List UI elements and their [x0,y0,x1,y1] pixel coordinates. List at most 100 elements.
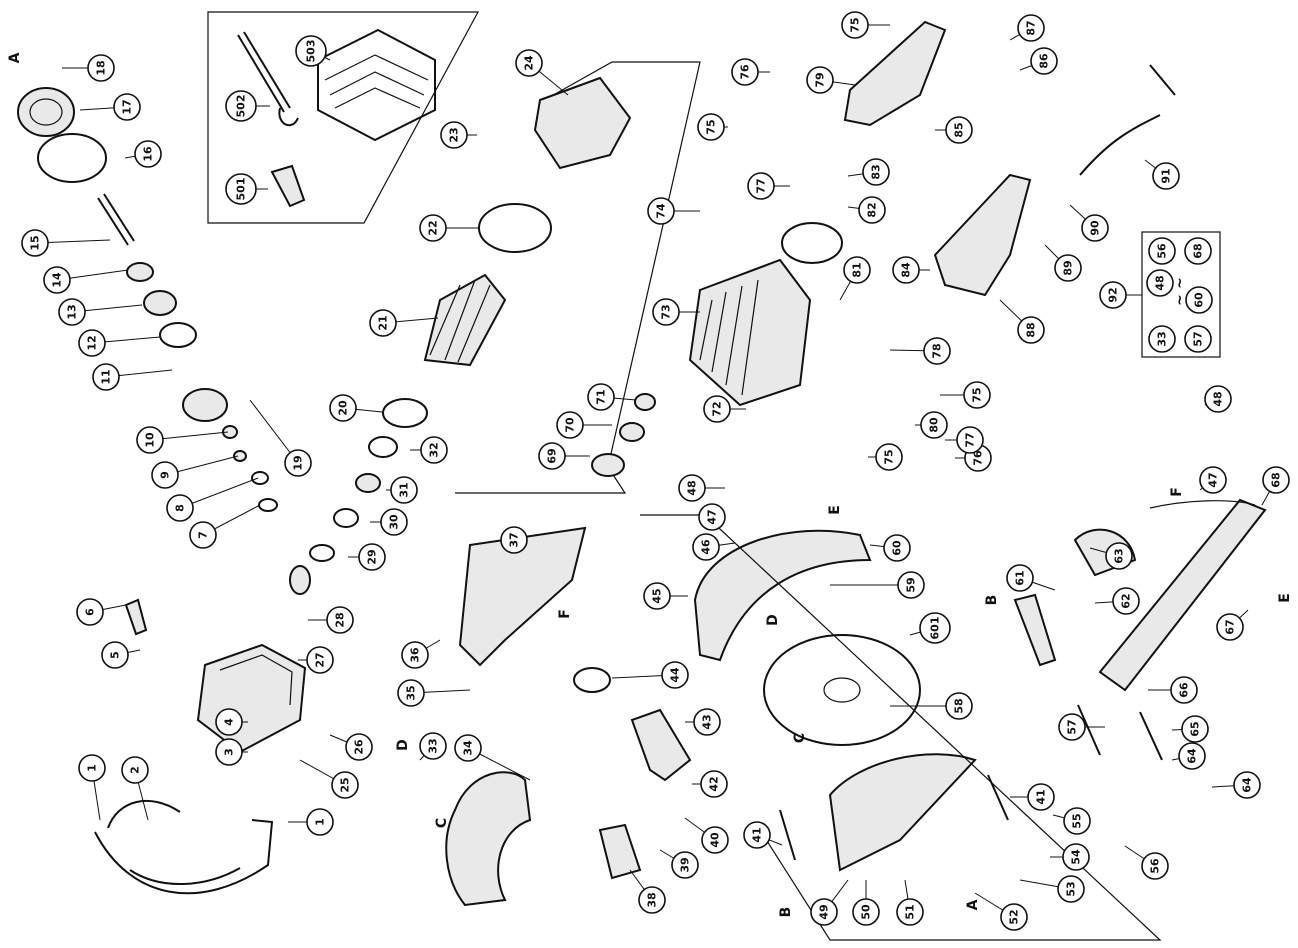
pinion-28 [289,565,311,595]
callout-47: 47 [698,503,726,531]
callout-number: 1 [314,818,327,826]
callout-36: 36 [401,641,429,669]
callout-circle [331,771,359,799]
callout-circle [897,571,925,599]
callout-number: 62 [1120,593,1133,608]
callout-number: 48 [1154,275,1167,290]
callout-1: 1 [306,808,334,836]
callout-circle [215,738,243,766]
callout-11: 11 [92,363,120,391]
callout-28: 28 [326,606,354,634]
callout-46: 46 [692,533,720,561]
callout-circle [1178,742,1206,770]
callout-number: 9 [159,471,172,479]
callout-number: 31 [398,482,411,497]
callout-number: 23 [448,127,461,142]
ring-81 [781,222,843,264]
callout-number: 42 [708,776,721,791]
callout-number: 34 [462,740,475,756]
callout-75: 75 [697,113,725,141]
callout-68: 68 [1184,237,1212,265]
reference-letter-d: D [765,614,781,626]
callout-59: 59 [897,571,925,599]
callout-85: 85 [945,116,973,144]
callout-number: 32 [428,442,441,457]
callout-number: 77 [964,432,977,447]
callout-number: 601 [929,617,942,640]
ring-44 [573,667,611,693]
handle-housing-88 [933,173,1032,297]
callout-circle [883,534,911,562]
callout-circle [440,121,468,149]
callout-number: 4 [223,718,236,726]
callout-number: 47 [1207,472,1220,487]
callout-circle [326,606,354,634]
handle-cover-78 [843,20,947,127]
callout-circle [697,113,725,141]
callout-circle [215,708,243,736]
callout-number: 33 [427,738,440,753]
callout-number: 49 [818,904,831,919]
callout-32: 32 [420,436,448,464]
callout-circle [1170,676,1198,704]
callout-number: 85 [953,122,966,137]
callout-circle [1184,325,1212,353]
callout-number: 56 [1149,858,1162,874]
callout-42: 42 [700,770,728,798]
reference-letter-c: C [792,733,808,743]
callout-circle [76,598,104,626]
callout-number: 71 [595,389,608,404]
callout-number: 68 [1192,243,1205,258]
callout-30: 30 [380,508,408,536]
callout-circle [1081,214,1109,242]
callout-number: 57 [1066,719,1079,734]
callout-circle [78,754,106,782]
callout-45: 45 [643,582,671,610]
callout-number: 61 [1014,570,1027,585]
callout-number: 50 [860,904,873,920]
callout-48: 48 [1146,269,1174,297]
callout-circle [134,140,162,168]
guard-frame [640,514,1162,941]
callout-circle [892,256,920,284]
callout-70: 70 [556,411,584,439]
callout-circle [500,526,528,554]
accessory-box-frame [207,11,480,224]
callout-circle [963,381,991,409]
callout-circle [1063,807,1091,835]
callout-number: 79 [814,72,827,87]
callout-circle [843,256,871,284]
callout-number: 90 [1089,220,1102,236]
callout-number: 22 [427,220,440,235]
callout-circle [1112,587,1140,615]
bearing-13 [143,290,177,316]
callout-number: 41 [1035,789,1048,804]
reference-letter-f: F [557,609,573,619]
callout-circle [21,229,49,257]
callout-circle [1017,14,1045,42]
callout-circle [1233,771,1261,799]
callout-64: 64 [1233,771,1261,799]
callout-number: 43 [701,714,714,729]
callout-circle [1000,903,1028,931]
reference-letter-b: B [984,595,1000,606]
callout-25: 25 [331,771,359,799]
callout-number: 76 [972,450,985,466]
callout-82: 82 [858,196,886,224]
callout-circle [919,612,951,644]
gasket [37,133,107,183]
callout-number: 72 [711,401,724,416]
callout-number: 3 [223,748,236,756]
callout-89: 89 [1054,254,1082,282]
lower-guard-49 [828,753,977,872]
callout-circle [731,58,759,86]
callout-90: 90 [1081,214,1109,242]
lever-61 [1013,593,1057,667]
callout-83: 83 [862,158,890,186]
callout-circle [1062,843,1090,871]
callout-circle [78,329,106,357]
callout-number: 502 [235,95,248,118]
callout-number: 46 [700,539,713,555]
reference-letter-e: E [827,505,843,515]
callout-circle [136,426,164,454]
